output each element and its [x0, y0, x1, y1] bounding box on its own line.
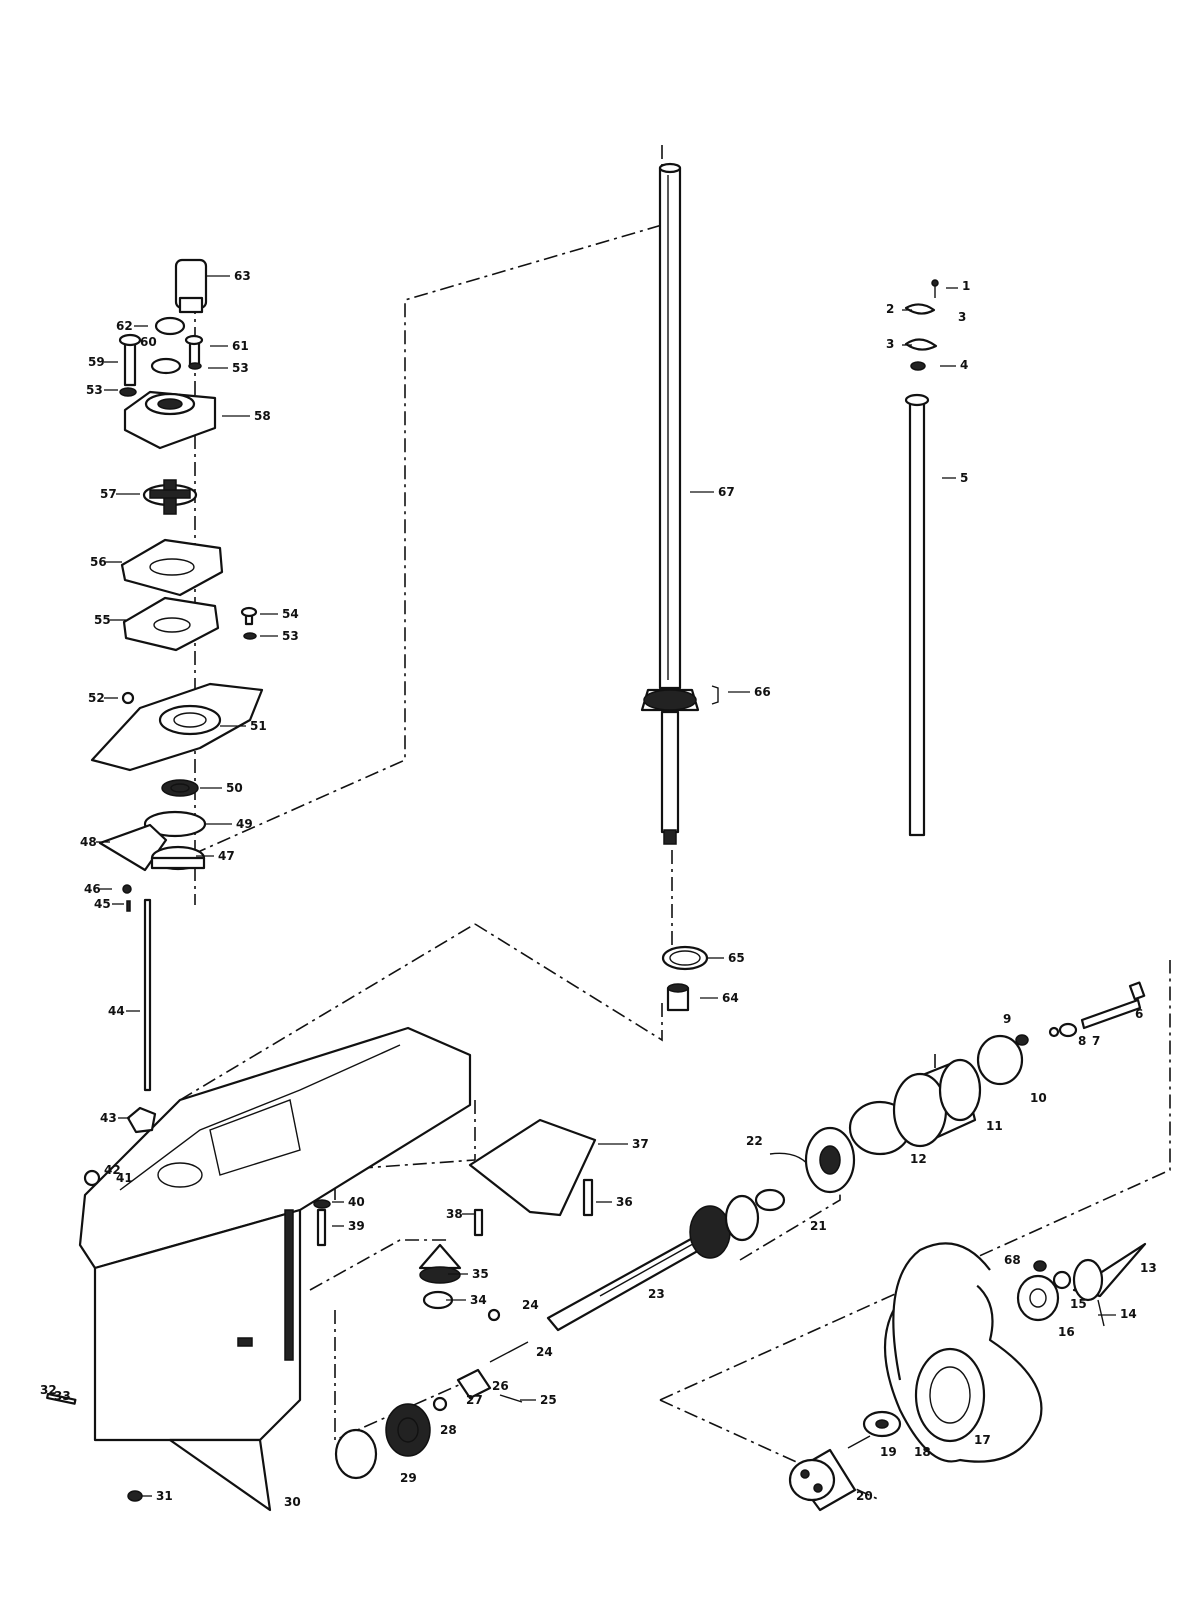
- callout-44: 44: [108, 1004, 125, 1018]
- callout-56: 56: [90, 555, 107, 569]
- trim-tab-assembly: [313, 1118, 597, 1247]
- callout-20: 20: [856, 1489, 873, 1503]
- bearing-carrier-assembly: [689, 981, 1146, 1259]
- callout-68: 68: [1004, 1253, 1021, 1267]
- callout-9: 9: [1003, 1012, 1011, 1026]
- callout-41: 41: [116, 1171, 133, 1185]
- callout-8: 8: [1078, 1034, 1086, 1048]
- callout-40: 40: [348, 1195, 365, 1209]
- callout-2: 2: [886, 302, 894, 316]
- callout-22: 22: [746, 1134, 763, 1148]
- callout-62: 62: [116, 319, 133, 333]
- callout-61: 61: [232, 339, 249, 353]
- callout-46: 46: [84, 882, 101, 896]
- callout-65: 65: [728, 951, 745, 965]
- callout-25: 25: [540, 1393, 557, 1407]
- callout-49: 49: [236, 817, 253, 831]
- callout-27: 27: [466, 1393, 483, 1407]
- callout-60: 60: [140, 335, 157, 349]
- callout-29: 29: [400, 1471, 417, 1485]
- propeller-shaft: [546, 1232, 712, 1332]
- propeller-assembly: [788, 1242, 1147, 1512]
- callout-39: 39: [348, 1219, 365, 1233]
- callout-17: 17: [974, 1433, 991, 1447]
- callout-58: 58: [254, 409, 271, 423]
- callout-4: 4: [960, 358, 968, 372]
- callout-38: 38: [446, 1207, 463, 1221]
- gearcase-housing: [46, 1026, 472, 1512]
- callout-34: 34: [470, 1293, 487, 1307]
- seal-and-bushing: [661, 685, 719, 1012]
- callout-26: 26: [492, 1379, 509, 1393]
- callout-66: 66: [754, 685, 771, 699]
- callout-18: 18: [914, 1445, 931, 1459]
- callout-23: 23: [648, 1287, 665, 1301]
- callout-64: 64: [722, 991, 739, 1005]
- callout-43: 43: [100, 1111, 117, 1125]
- callout-53: 53: [282, 629, 299, 643]
- callout-3: 3: [958, 310, 966, 324]
- callout-50: 50: [226, 781, 243, 795]
- callout-57: 57: [100, 487, 117, 501]
- callout-14: 14: [1120, 1307, 1137, 1321]
- callout-15: 15: [1070, 1297, 1087, 1311]
- callout-53: 53: [86, 383, 103, 397]
- callout-24: 24: [536, 1345, 553, 1359]
- callout-3: 3: [886, 337, 894, 351]
- callout-55: 55: [94, 613, 111, 627]
- callout-37: 37: [632, 1137, 649, 1151]
- callout-33: 33: [54, 1389, 71, 1403]
- callout-21: 21: [810, 1219, 827, 1233]
- callout-11: 11: [986, 1119, 1003, 1133]
- callout-6: 6: [1135, 1007, 1143, 1021]
- callout-47: 47: [218, 849, 235, 863]
- callout-42: 42: [104, 1163, 121, 1177]
- callout-1: 1: [962, 279, 970, 293]
- callout-30: 30: [284, 1495, 301, 1509]
- callout-7: 7: [1092, 1034, 1100, 1048]
- callout-labels: 1233456789101112131415161718192021222324…: [40, 269, 1157, 1509]
- shift-rod: [904, 279, 939, 837]
- gear-set: [334, 1243, 529, 1480]
- callout-52: 52: [88, 691, 105, 705]
- callout-59: 59: [88, 355, 105, 369]
- impeller: [142, 479, 198, 515]
- callout-24: 24: [522, 1298, 539, 1312]
- callout-53: 53: [232, 361, 249, 375]
- water-pump-assembly: [90, 258, 264, 872]
- callout-32: 32: [40, 1383, 57, 1397]
- callout-35: 35: [472, 1267, 489, 1281]
- callout-10: 10: [1030, 1091, 1047, 1105]
- callout-51: 51: [250, 719, 267, 733]
- studs: [122, 884, 152, 1092]
- drive-shaft: [640, 162, 700, 845]
- callout-5: 5: [960, 471, 968, 485]
- callout-28: 28: [440, 1423, 457, 1437]
- callout-54: 54: [282, 607, 299, 621]
- callout-16: 16: [1058, 1325, 1075, 1339]
- callout-36: 36: [616, 1195, 633, 1209]
- callout-67: 67: [718, 485, 735, 499]
- callout-48: 48: [80, 835, 97, 849]
- callout-12: 12: [910, 1152, 927, 1166]
- callout-13: 13: [1140, 1261, 1157, 1275]
- callout-45: 45: [94, 897, 111, 911]
- callout-63: 63: [234, 269, 251, 283]
- callout-19: 19: [880, 1445, 897, 1459]
- callout-31: 31: [156, 1489, 173, 1503]
